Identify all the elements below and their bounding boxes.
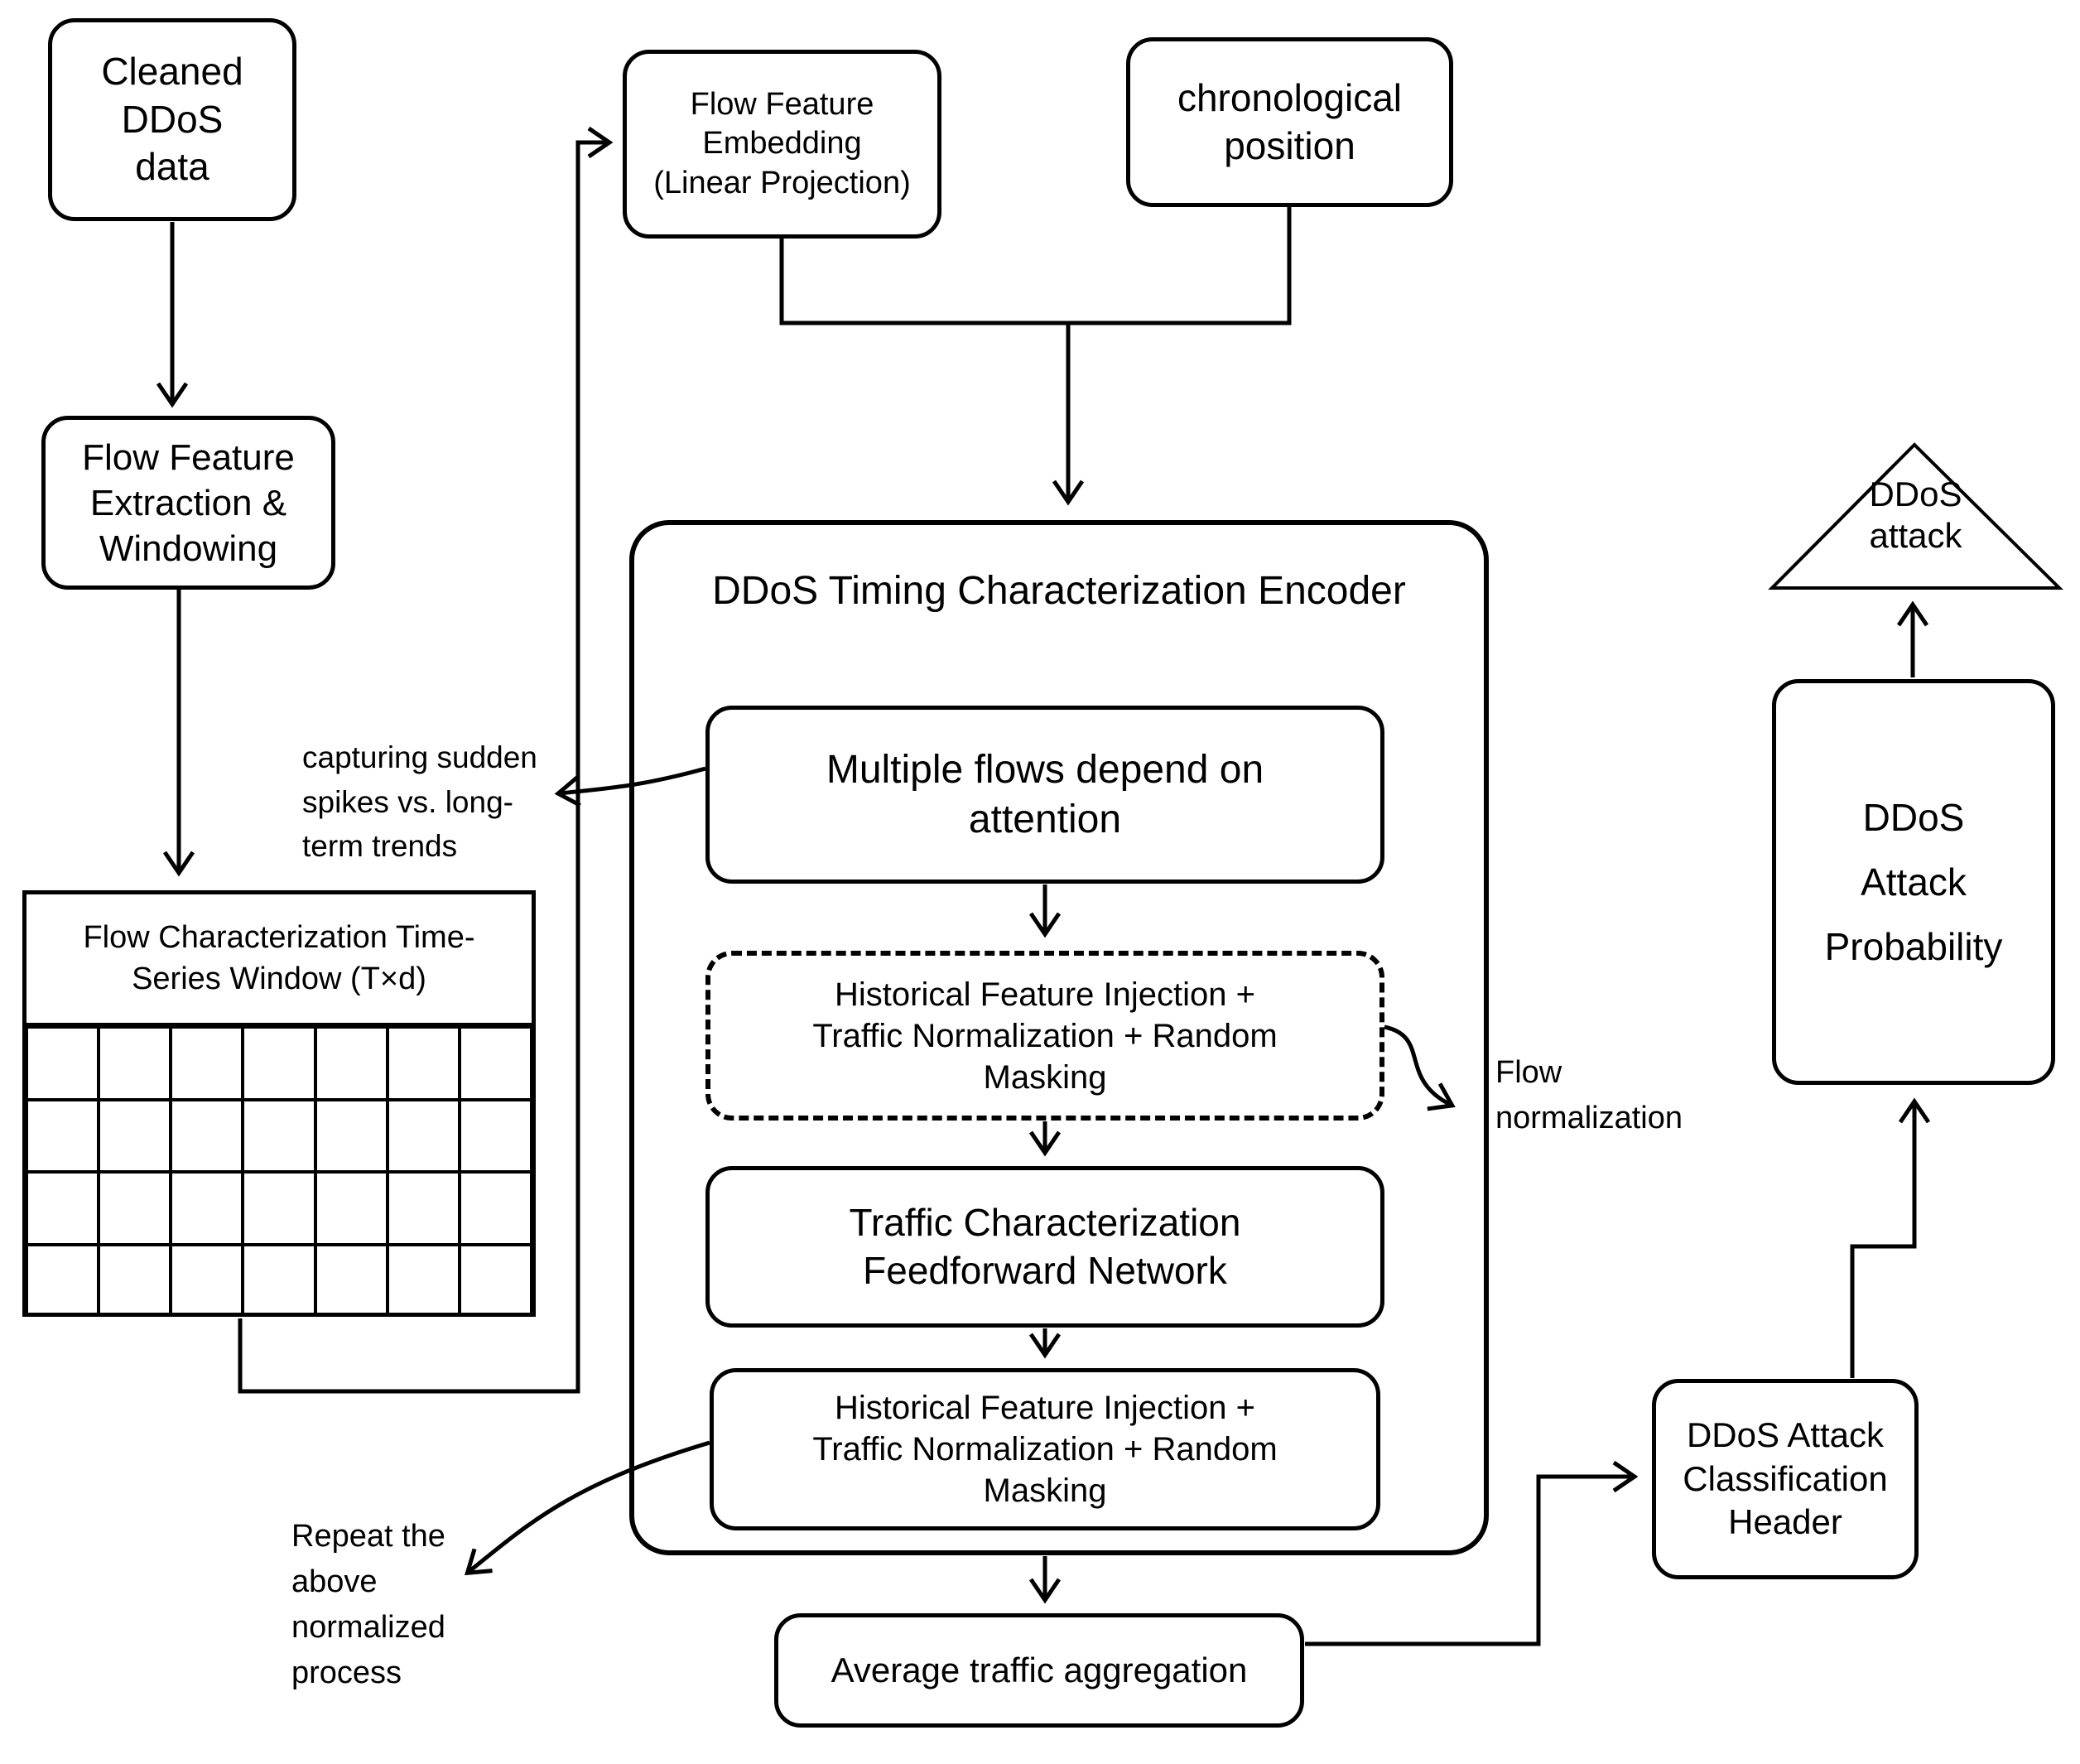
grid-cell <box>315 1099 388 1172</box>
grid-cell <box>387 1027 460 1100</box>
node-time-series-window: Flow Characterization Time- Series Windo… <box>22 890 536 1317</box>
ddos-attack-label: DDoS attack <box>1869 475 1962 556</box>
node-injection-masking-dashed: Historical Feature Injection + Traffic N… <box>705 951 1384 1121</box>
grid-cell <box>459 1099 532 1172</box>
grid-cell <box>459 1027 532 1100</box>
grid-cell <box>387 1172 460 1245</box>
time-series-window-title: Flow Characterization Time- Series Windo… <box>26 894 532 1027</box>
node-flow-feature-extraction: Flow Feature Extraction & Windowing <box>41 416 335 590</box>
node-flow-feature-embedding: Flow Feature Embedding (Linear Projectio… <box>623 50 941 239</box>
node-multiple-flows-attention: Multiple flows depend on attention <box>705 706 1384 884</box>
encoder-title: DDoS Timing Characterization Encoder <box>712 569 1406 613</box>
node-timing-characterization-encoder: DDoS Timing Characterization Encoder <box>629 520 1489 1555</box>
grid-cell <box>26 1027 99 1100</box>
grid-cell <box>243 1099 315 1172</box>
grid-cell <box>243 1027 315 1100</box>
grid-cell <box>243 1172 315 1245</box>
annotation-capturing-spikes: capturing sudden spikes vs. long- term t… <box>302 740 537 864</box>
grid-cell <box>387 1244 460 1317</box>
curve-masking1-to-flownormalization <box>1384 1024 1456 1111</box>
node-injection-masking-solid: Historical Feature Injection + Traffic N… <box>710 1368 1380 1530</box>
annotation-repeat-process: Repeat the above normalized process <box>291 1519 445 1691</box>
grid-cell <box>171 1099 243 1172</box>
grid-cell <box>99 1244 171 1317</box>
curve-masking2-to-repeat <box>465 1440 710 1576</box>
node-classification-header: DDoS Attack Classification Header <box>1652 1379 1919 1579</box>
grid-cell <box>99 1027 171 1100</box>
grid-cell <box>459 1172 532 1245</box>
node-attack-probability: DDoS Attack Probability <box>1772 679 2055 1085</box>
grid-cell <box>171 1244 243 1317</box>
grid-cell <box>26 1244 99 1317</box>
grid-cell <box>315 1244 388 1317</box>
grid-cell <box>387 1099 460 1172</box>
grid-cell <box>26 1172 99 1245</box>
grid-cell <box>459 1244 532 1317</box>
connector-classification-to-probability <box>1850 1097 1931 1378</box>
annotation-flow-normalization: Flow normalization <box>1495 1055 1683 1136</box>
feedback-window-to-embedding <box>238 126 614 1394</box>
connector-average-to-classification <box>1305 1460 1639 1646</box>
node-average-traffic-aggregation: Average traffic aggregation <box>774 1613 1304 1728</box>
ddos-attack-triangle <box>1768 442 2063 590</box>
grid-cell <box>171 1027 243 1100</box>
node-chronological-position: chronological position <box>1126 37 1453 207</box>
grid-cell <box>99 1172 171 1245</box>
grid-cell <box>26 1099 99 1172</box>
grid-cell <box>315 1027 388 1100</box>
curve-multipleflows-to-capturing <box>554 766 706 807</box>
node-feedforward-network: Traffic Characterization Feedforward Net… <box>705 1166 1384 1328</box>
grid-cell <box>243 1244 315 1317</box>
time-series-grid <box>26 1027 532 1317</box>
grid-cell <box>99 1099 171 1172</box>
grid-cell <box>315 1172 388 1245</box>
grid-cell <box>171 1172 243 1245</box>
junction-embedding-chronological <box>779 207 1292 325</box>
node-cleaned-ddos-data: Cleaned DDoS data <box>48 18 296 221</box>
